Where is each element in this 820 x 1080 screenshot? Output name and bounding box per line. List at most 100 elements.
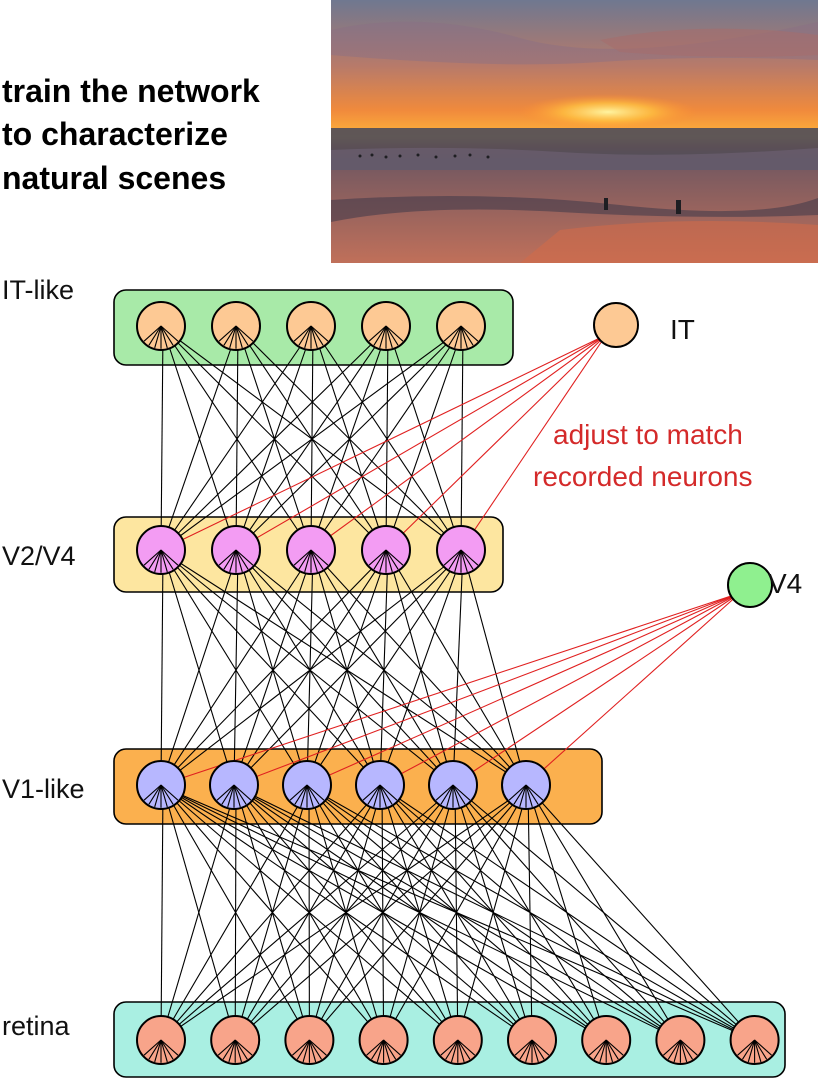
it-fit-line — [385, 334, 607, 551]
layer-nodes — [136, 301, 780, 1065]
connection-line — [237, 551, 381, 786]
connection-line — [308, 786, 459, 1041]
connection-line — [162, 551, 308, 786]
node-fan-line — [310, 325, 329, 342]
title: train the network to characterize natura… — [2, 73, 260, 196]
node-fan-line — [218, 549, 237, 566]
node-fan-line — [292, 1039, 310, 1056]
node-fan-line — [373, 325, 387, 346]
connection-line — [160, 327, 239, 551]
v4-fit-line — [160, 592, 741, 786]
node-fan-line — [143, 549, 162, 566]
v4-fit-line — [379, 592, 741, 786]
node-fan-line — [221, 784, 235, 805]
connection-line — [385, 327, 464, 551]
node-fan-line — [742, 1039, 756, 1060]
node-fan-line — [143, 1039, 162, 1056]
node-fan-line — [385, 549, 393, 573]
connection-line — [162, 551, 527, 786]
connection-line — [237, 551, 527, 786]
node-fan-line — [223, 325, 237, 346]
node-fan-line — [385, 325, 404, 342]
connection-line — [160, 786, 383, 1041]
node-fan-line — [376, 1039, 385, 1063]
connection-line — [160, 786, 237, 1041]
node-fan-line — [457, 1039, 471, 1060]
connection-line — [235, 786, 385, 1041]
connection-line — [162, 551, 454, 786]
connection-line — [160, 786, 529, 1041]
node-fan-line — [460, 325, 468, 349]
node-fan-line — [148, 325, 162, 346]
node-fan-line — [605, 1039, 624, 1056]
connection-line — [160, 551, 164, 786]
node-fan-line — [304, 325, 312, 349]
connection-line — [162, 551, 381, 786]
connection-line — [308, 786, 529, 1041]
node-fan-line — [229, 325, 237, 349]
fitting-connections — [160, 334, 741, 786]
node-fan-line — [223, 549, 237, 570]
node-fan-line — [160, 784, 179, 801]
node-fan-line — [525, 784, 539, 805]
retina-label: retina — [2, 1011, 71, 1041]
node-fan-line — [160, 325, 168, 349]
annotation-line-1: adjust to match — [553, 419, 743, 450]
node-fan-line — [234, 1039, 248, 1060]
connection-line — [383, 786, 529, 1041]
node-fan-line — [304, 549, 312, 573]
node-fan-line — [235, 325, 249, 346]
node-fan-line — [148, 549, 162, 570]
node-fan-line — [385, 325, 393, 349]
node-fan-line — [593, 1039, 607, 1060]
node-fan-line — [531, 1039, 550, 1056]
connection-line — [160, 327, 164, 551]
node-fan-line — [513, 784, 527, 805]
node-fan-line — [379, 325, 387, 349]
layer-labels: IT-like V2/V4 V1-like retina — [2, 275, 85, 1041]
node-fan-line — [160, 784, 168, 808]
node-fan-line — [440, 1039, 459, 1056]
connection-line — [160, 786, 310, 1041]
connection-line — [454, 786, 681, 1041]
node-fan-line — [435, 784, 454, 801]
node-fan-line — [605, 1039, 614, 1063]
node-fan-line — [450, 1039, 459, 1063]
connection-line — [233, 551, 314, 786]
node-fan-line — [448, 325, 462, 346]
node-fan-line — [362, 784, 381, 801]
node-fan-line — [379, 784, 398, 801]
node-fan-line — [160, 549, 174, 570]
connection-line — [306, 551, 314, 786]
node-fan-line — [379, 549, 387, 573]
node-fan-line — [160, 325, 179, 342]
connection-line — [308, 786, 533, 1041]
node-fan-line — [663, 1039, 681, 1056]
node-fan-line — [216, 784, 235, 801]
node-fan-line — [293, 549, 312, 566]
connection-line — [160, 551, 389, 786]
node-fan-line — [306, 784, 325, 801]
node-fan-line — [298, 549, 312, 570]
node-fan-line — [154, 1039, 162, 1063]
it-fit-line — [160, 334, 607, 551]
node-fan-line — [443, 549, 462, 566]
node-fan-line — [235, 549, 254, 566]
node-fan-line — [385, 549, 404, 566]
node-fan-line — [160, 1039, 179, 1056]
connection-line — [306, 551, 389, 786]
node-fan-line — [160, 784, 174, 805]
node-fan-line — [310, 549, 318, 573]
node-fan-line — [667, 1039, 681, 1060]
node-fan-line — [227, 784, 235, 808]
v4-fit-line — [452, 592, 741, 786]
connection-line — [462, 551, 527, 786]
connection-line — [381, 786, 533, 1041]
node-fan-line — [445, 1039, 459, 1060]
node-fan-line — [228, 1039, 236, 1063]
node-fan-line — [383, 1039, 397, 1060]
node-fan-line — [293, 325, 312, 342]
node-fan-line — [148, 1039, 162, 1060]
connection-line — [312, 551, 527, 786]
